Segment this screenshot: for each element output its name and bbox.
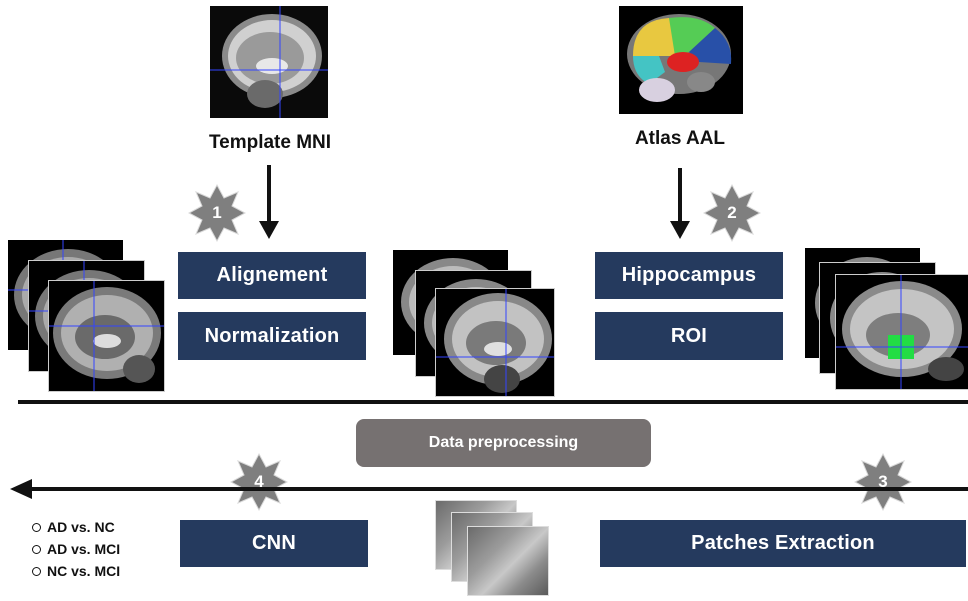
alignement-box: Alignement	[178, 252, 366, 299]
raw-mri-stack	[8, 240, 165, 392]
step-1-number: 1	[212, 203, 222, 222]
template-down-arrow	[259, 165, 279, 239]
step-1-star: 1	[187, 183, 247, 243]
step-2-number: 2	[727, 203, 737, 222]
cnn-box: CNN	[180, 520, 368, 567]
roi-mri-stack	[805, 248, 968, 390]
step-3-star: 3	[853, 452, 913, 512]
classification-item: AD vs. NC	[32, 516, 120, 538]
classification-item: NC vs. MCI	[32, 560, 120, 582]
step-4-number: 4	[254, 472, 264, 491]
roi-box: ROI	[595, 312, 783, 360]
atlas-down-arrow	[670, 168, 690, 239]
atlas-aal-image	[619, 6, 743, 114]
patches-extraction-box: Patches Extraction	[600, 520, 966, 567]
normalization-box: Normalization	[178, 312, 366, 360]
template-mni-image	[210, 6, 328, 118]
hippocampus-box: Hippocampus	[595, 252, 783, 299]
bullet-icon	[32, 566, 41, 576]
step-2-star: 2	[702, 183, 762, 243]
section-divider	[18, 400, 968, 404]
bullet-icon	[32, 544, 41, 554]
classification-list: AD vs. NC AD vs. MCI NC vs. MCI	[32, 516, 120, 582]
classification-item: AD vs. MCI	[32, 538, 120, 560]
bullet-icon	[32, 522, 41, 532]
atlas-aal-label: Atlas AAL	[634, 128, 726, 149]
data-preprocessing-label: Data preprocessing	[356, 419, 651, 467]
normalized-mri-stack	[393, 250, 555, 397]
step-3-number: 3	[878, 472, 888, 491]
patch-stack	[435, 500, 549, 600]
template-mni-label: Template MNI	[208, 132, 332, 153]
flow-arrow-left	[10, 479, 968, 499]
step-4-star: 4	[229, 452, 289, 512]
